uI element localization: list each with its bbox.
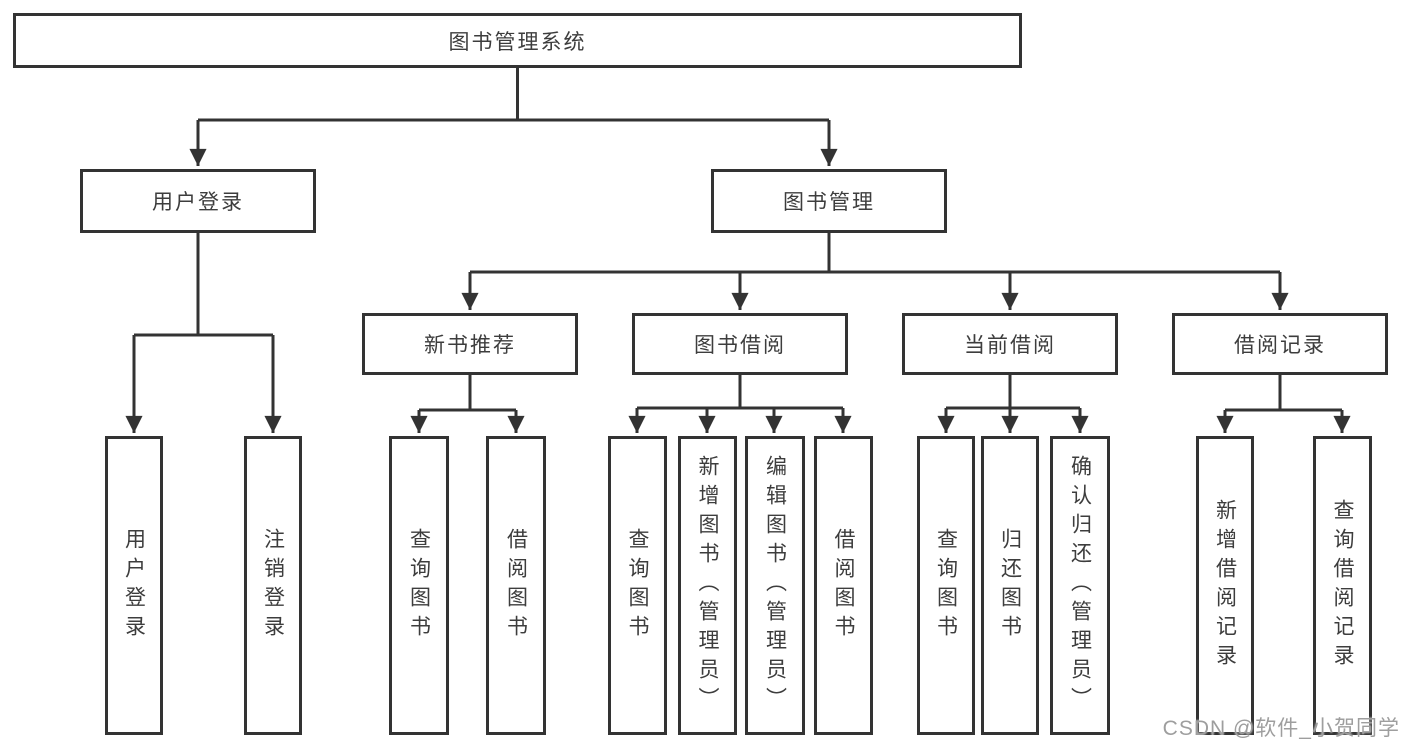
leaf-borrow-add-admin: 新增图书（管理员） — [678, 436, 737, 735]
leaf-records-query: 查询借阅记录 — [1313, 436, 1372, 735]
node-book-borrow: 图书借阅 — [632, 313, 848, 375]
leaf-records-add: 新增借阅记录 — [1196, 436, 1254, 735]
node-current-borrow: 当前借阅 — [902, 313, 1118, 375]
leaf-label: 查询借阅记录 — [1331, 498, 1354, 673]
watermark: CSDN @软件_小贺同学 — [1162, 717, 1400, 740]
leaf-label: 新增借阅记录 — [1213, 498, 1237, 673]
leaf-current-query: 查询图书 — [917, 436, 975, 735]
node-user-login: 用户登录 — [80, 169, 316, 233]
leaf-borrow-edit-admin: 编辑图书（管理员） — [745, 436, 805, 735]
leaf-current-confirm-admin: 确认归还（管理员） — [1050, 436, 1110, 735]
leaf-logout: 注销登录 — [244, 436, 302, 735]
leaf-label: 归还图书 — [998, 527, 1022, 644]
leaf-label: 借阅图书 — [832, 527, 855, 644]
leaf-newbook-query: 查询图书 — [389, 436, 449, 735]
leaf-label: 注销登录 — [261, 527, 285, 644]
leaf-label: 编辑图书（管理员） — [763, 455, 787, 716]
leaf-borrow-query: 查询图书 — [608, 436, 667, 735]
leaf-label: 查询图书 — [626, 527, 649, 644]
node-root: 图书管理系统 — [13, 13, 1022, 68]
leaf-newbook-borrow: 借阅图书 — [486, 436, 546, 735]
leaf-label: 查询图书 — [407, 527, 431, 644]
leaf-borrow-borrow: 借阅图书 — [814, 436, 873, 735]
leaf-user-login: 用户登录 — [105, 436, 163, 735]
leaf-label: 新增图书（管理员） — [696, 455, 719, 716]
node-book-management: 图书管理 — [711, 169, 947, 233]
leaf-current-return: 归还图书 — [981, 436, 1039, 735]
leaf-label: 借阅图书 — [504, 527, 528, 644]
node-new-book-recommend: 新书推荐 — [362, 313, 578, 375]
leaf-label: 用户登录 — [122, 527, 146, 644]
leaf-label: 查询图书 — [934, 527, 958, 644]
leaf-label: 确认归还（管理员） — [1068, 455, 1092, 716]
node-borrow-records: 借阅记录 — [1172, 313, 1388, 375]
